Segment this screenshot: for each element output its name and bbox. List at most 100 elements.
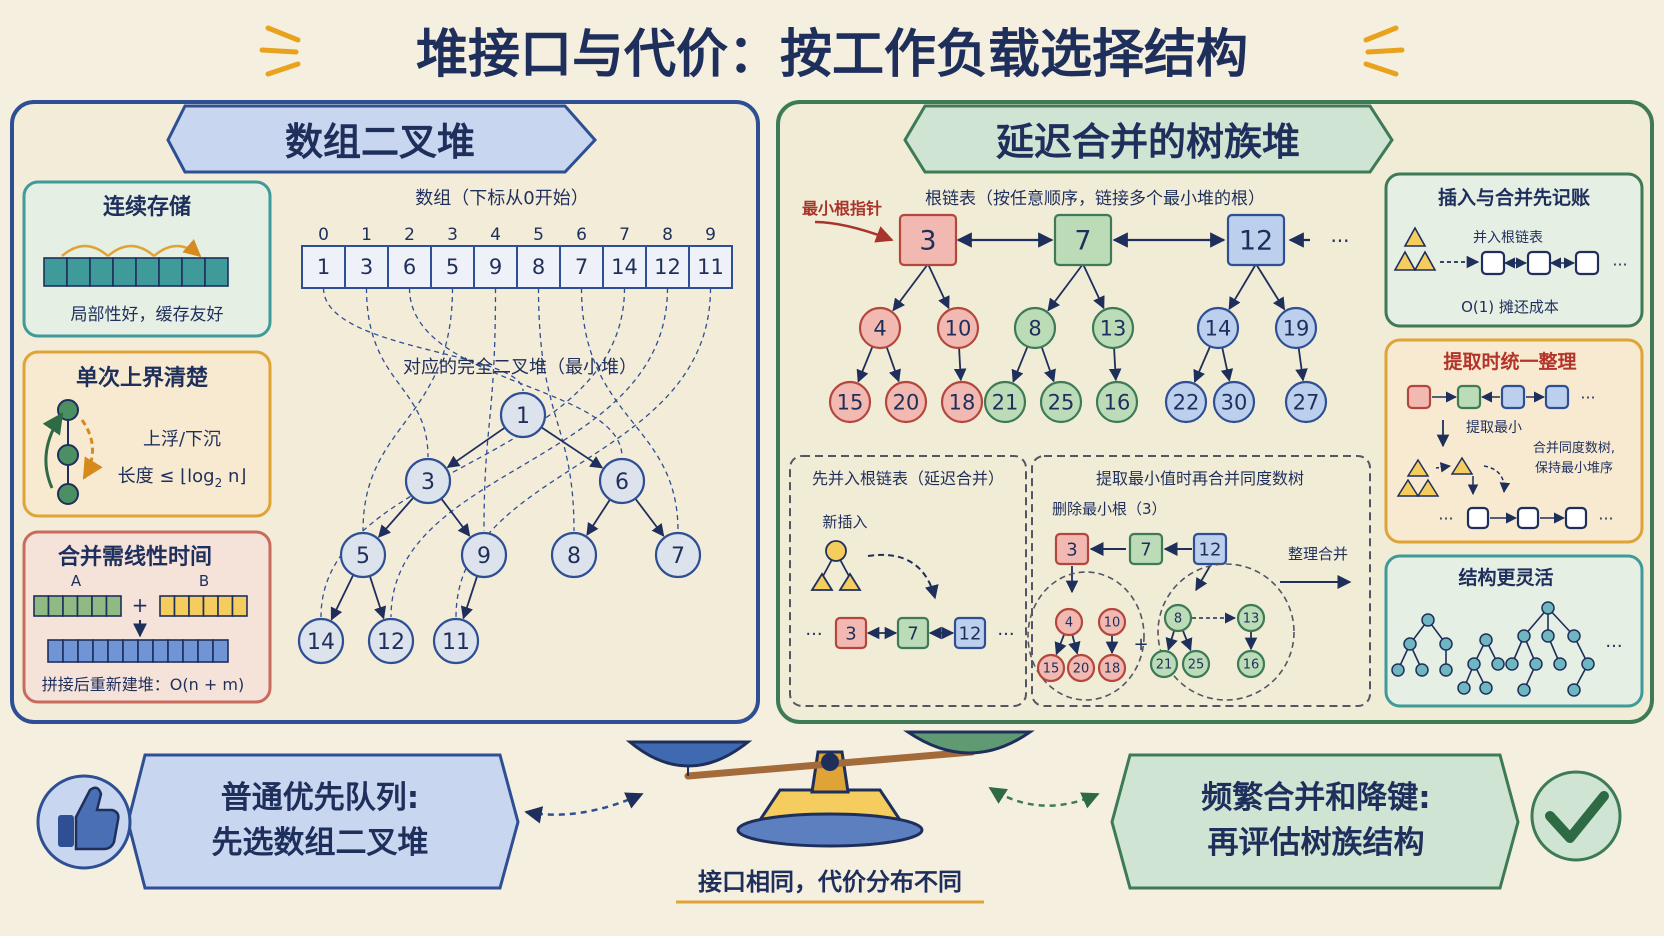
merge-b-cell: [159, 595, 176, 617]
forest-node-circle: [1013, 306, 1057, 350]
card-storage-title: 连续存储: [103, 194, 191, 220]
merge-label-b: B: [199, 572, 209, 590]
heap-edge: [446, 426, 506, 469]
extract-root-box: [1128, 532, 1164, 566]
forest-node-circle: [858, 306, 902, 350]
array-index: 1: [361, 225, 372, 245]
merge-a-cell: [33, 595, 50, 617]
storage-array-icon: [43, 257, 229, 287]
heap-edge: [540, 426, 604, 469]
page-title: 堆接口与代价：按工作负载选择结构: [416, 25, 1248, 85]
card-storage-caption: 局部性好，缓存友好: [71, 305, 224, 325]
card-extract-merge-1: 合并同度数树,: [1533, 440, 1615, 456]
array-cell-value: 7: [575, 255, 588, 279]
merge-b-cell: [188, 595, 205, 617]
heap-node-circle: [654, 531, 702, 579]
forest-node-circle: [1095, 380, 1139, 424]
bottom-center-caption: 接口相同，代价分布不同: [698, 868, 962, 896]
forest-node-label: 21: [992, 391, 1019, 415]
box-insert-title: 先并入根链表（延迟合并）: [812, 469, 1004, 488]
subtree-edge: [1165, 630, 1178, 651]
insert-root-label: 3: [845, 623, 856, 644]
insert-root-box: [896, 616, 930, 650]
right-panel-header-banner: [903, 104, 1394, 174]
root-node-label: 3: [919, 226, 936, 257]
bottom-right-line1: 频繁合并和降键:: [1201, 780, 1430, 816]
subtree-green-node-label: 21: [1156, 658, 1173, 673]
card-insert-merge-label: 并入根链表: [1473, 230, 1543, 246]
flex-node: [1457, 681, 1471, 695]
array-cell-value: 8: [532, 255, 545, 279]
subtree-red-node-circle: [1036, 653, 1066, 683]
root-node-label: 12: [1239, 226, 1273, 257]
subtree-group-outline: [1157, 563, 1295, 701]
merge-label-a: A: [71, 572, 82, 590]
heap-edge: [586, 498, 611, 536]
insert-root-label: 7: [907, 623, 918, 644]
heap-edge: [378, 496, 415, 538]
flex-node: [1439, 637, 1453, 651]
mapping-line: [483, 287, 497, 532]
forest-edge: [953, 347, 967, 382]
forest-edge: [885, 346, 901, 383]
extract-card-box-box: [1500, 384, 1526, 410]
extract-down: [1195, 565, 1211, 592]
card-extract-label: 提取最小: [1466, 420, 1522, 436]
array-cell-value: 1: [317, 255, 330, 279]
forest-node-label: 10: [945, 317, 972, 341]
array-index: 9: [705, 225, 716, 245]
checkmark-icon: [1530, 770, 1622, 862]
forest-edge: [1193, 345, 1211, 383]
array-cell-value: 14: [611, 255, 638, 279]
flex-node: [1581, 657, 1595, 671]
forest-node-label: 16: [1104, 391, 1131, 415]
subtree-green-node-circle: [1236, 649, 1266, 679]
merge-b-cell: [202, 595, 219, 617]
heap-edge: [330, 574, 355, 621]
forest-node-circle: [1091, 306, 1135, 350]
accounting-root-list-icon: ···: [1480, 250, 1628, 276]
insert-ellipsis-left: ···: [805, 624, 822, 645]
card-extract-merge-2: 保持最小堆序: [1535, 461, 1613, 476]
array-cell: [516, 245, 561, 289]
merge-result-cell: [62, 639, 79, 663]
forest-edge: [892, 263, 929, 312]
heap-node-circle: [367, 617, 415, 665]
insert-ellipsis-right: ···: [997, 624, 1014, 645]
heap-node-label: 5: [356, 544, 370, 569]
insert-root-box: [953, 616, 987, 650]
flex-node: [1517, 683, 1531, 697]
merge-array-result-icon: [47, 639, 229, 663]
extract-card-box-box: [1406, 384, 1432, 410]
subtree-edge: [1068, 634, 1081, 655]
forest-node-circle: [1212, 380, 1256, 424]
forest-node-label: 18: [949, 391, 976, 415]
flex-node: [1517, 629, 1531, 643]
extract-card2-box-box: [1466, 506, 1490, 530]
card-merge-linear: 合并需线性时间 A B + 拼接后重新建堆：O(n + m): [22, 530, 272, 704]
forest-node-label: 4: [873, 317, 886, 341]
forest-node-label: 19: [1283, 317, 1310, 341]
balance-scale-icon: [625, 730, 1035, 848]
forest-edge: [1047, 263, 1084, 312]
subtree-red-node-label: 4: [1065, 616, 1073, 631]
title-spark-left-icon: [259, 25, 301, 77]
min-pointer-arrow: [814, 220, 894, 243]
flex-node: [1567, 629, 1581, 643]
merge-b-cell: [231, 595, 248, 617]
storage-cell: [43, 257, 68, 287]
flex-node: [1439, 663, 1453, 677]
root-node-box: [1226, 213, 1286, 267]
mapping-line: [320, 287, 626, 618]
flex-node: [1491, 657, 1505, 671]
card-flexible-structure: 结构更灵活 ···: [1384, 554, 1644, 708]
array-index: 2: [404, 225, 415, 245]
card-flexible-title: 结构更灵活: [1458, 566, 1553, 589]
subtree-red-node-circle: [1097, 607, 1127, 637]
subtree-red-node-circle: [1066, 653, 1096, 683]
heap-node-label: 8: [567, 544, 581, 569]
heap-edge: [440, 497, 471, 537]
